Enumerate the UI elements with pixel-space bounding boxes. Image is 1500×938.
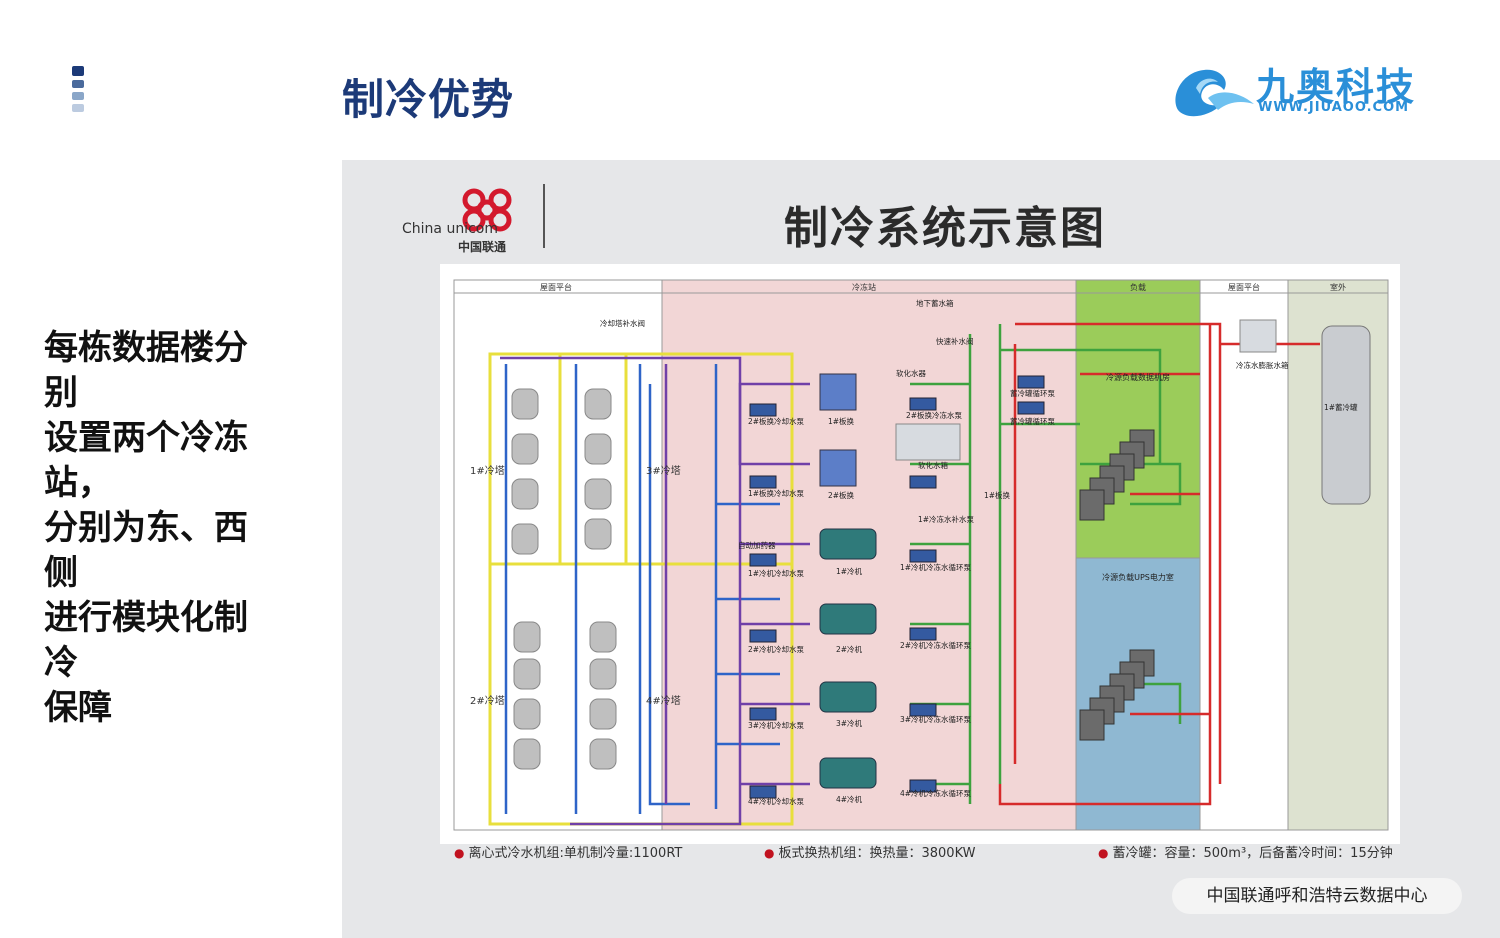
tower-label: 3#冷塔 [646, 464, 681, 477]
zone-load-bottom [1075, 557, 1201, 831]
load-room-label: 冷源负载UPS电力室 [1102, 572, 1174, 582]
legend-item: ●蓄冷罐：容量：500m³，后备蓄冷时间：15分钟 [1098, 846, 1393, 861]
side-line: 每栋数据楼分 [44, 328, 248, 368]
zone-label: 冷冻站 [852, 282, 876, 292]
accent-bar-3 [72, 92, 84, 100]
equipment-label: 4#冷机冷却水泵 [748, 796, 805, 806]
side-text: 每栋数据楼分 别 设置两个冷冻 站， 分别为东、西 侧 进行模块化制 冷 保障 [44, 326, 284, 731]
equipment-label: 冷却塔补水阀 [600, 318, 645, 328]
equipment-label: 1#板换冷却水泵 [748, 488, 805, 498]
legend-dot-icon: ● [764, 846, 775, 860]
accent-bar-2 [72, 80, 84, 88]
equipment-label: 2#板换冷却水泵 [748, 416, 805, 426]
equipment-label: 蓄冷罐循环泵 [1010, 416, 1055, 426]
tower-label: 2#冷塔 [470, 694, 505, 707]
equipment-label: 软化水箱 [918, 460, 948, 470]
legend-item: ●离心式冷水机组:单机制冷量:1100RT [454, 846, 683, 861]
equipment-label: 蓄冷罐循环泵 [1010, 388, 1055, 398]
unicom-logo-en: China unicom [402, 221, 498, 237]
equipment-label: 1#冷机冷冻水循环泵 [900, 562, 972, 572]
accent-bar-4 [72, 104, 84, 112]
side-line: 设置两个冷冻 [44, 418, 248, 458]
cooling-schematic: 屋面平台 冷冻站 负载 屋面平台 室外 [440, 264, 1400, 844]
equipment-label: 1#板换 [984, 490, 1011, 500]
equipment-label: 冷冻水膨胀水箱 [1236, 360, 1289, 370]
cooling-tower-group [511, 388, 617, 770]
equipment-label: 3#冷机冷冻水循环泵 [900, 714, 972, 724]
unicom-logo-cn: 中国联通 [458, 240, 507, 254]
equipment-label: 2#冷机冷冻水循环泵 [900, 640, 972, 650]
pipe-purple [500, 356, 810, 826]
plate-exchanger-group [819, 373, 857, 487]
zone-roof-right [1199, 279, 1289, 831]
expansion-tank [1239, 319, 1277, 353]
zone-label: 负载 [1130, 282, 1146, 292]
wave-logo-icon [1175, 69, 1254, 117]
side-line: 分别为东、西 [44, 508, 248, 548]
equipment-label: 3#冷机冷却水泵 [748, 720, 805, 730]
zone-label: 室外 [1330, 282, 1346, 292]
equipment-label: 自动加药器 [738, 540, 776, 550]
accent-bar-1 [72, 66, 84, 76]
brand-name: 九奥科技 [1256, 65, 1417, 109]
zone-label: 屋面平台 [1228, 282, 1260, 292]
tower-label: 4#冷塔 [646, 694, 681, 707]
legend-dot-icon: ● [454, 846, 465, 860]
equipment-label: 3#冷机 [836, 718, 863, 728]
brand-logo: 九奥科技 WWW.JIUAOO.COM [1168, 56, 1458, 126]
side-line: 进行模块化制 [44, 598, 248, 638]
legend-item: ●板式换热机组：换热量：3800KW [764, 846, 976, 861]
legend-dot-icon: ● [1098, 846, 1109, 860]
side-line: 站， [44, 463, 112, 503]
brand-url: WWW.JIUAOO.COM [1258, 100, 1410, 115]
equipment-label: 2#冷机冷却水泵 [748, 644, 805, 654]
equipment-label: 1#冷机冷却水泵 [748, 568, 805, 578]
equipment-label: 2#板换冷冻水泵 [906, 410, 963, 420]
load-room-label: 冷源负载数据机房 [1106, 372, 1170, 382]
softened-water-tank [895, 423, 961, 461]
equipment-label: 1#板换 [828, 416, 855, 426]
equipment-label: 1#冷机 [836, 566, 863, 576]
chiller-group [819, 528, 877, 789]
pipe-red [998, 322, 1320, 806]
equipment-label: 4#冷机冷冻水循环泵 [900, 788, 972, 798]
storage-tank [1321, 325, 1371, 505]
pipe-green [910, 324, 1182, 804]
equipment-label: 软化水器 [896, 368, 926, 378]
equipment-label: 1#冷冻水补水泵 [918, 514, 975, 524]
unicom-knot-icon [462, 188, 512, 232]
pipe-blue [504, 364, 780, 814]
equipment-label: 1#蓄冷罐 [1324, 402, 1358, 412]
equipment-label: 2#板换 [828, 490, 855, 500]
side-line: 别 [44, 373, 78, 413]
rack-group [1079, 429, 1155, 741]
slide-title: 制冷优势 [342, 75, 515, 124]
side-line: 侧 [44, 553, 78, 593]
side-line: 保障 [44, 688, 112, 728]
zone-roof-left [453, 279, 663, 831]
pump-group [749, 375, 1045, 799]
zone-label: 屋面平台 [540, 282, 572, 292]
side-line: 冷 [44, 643, 78, 683]
pipe-yellow [488, 352, 794, 826]
equipment-label: 4#冷机 [836, 794, 863, 804]
tower-label: 1#冷塔 [470, 464, 505, 477]
photo-caption: 中国联通呼和浩特云数据中心 [1172, 878, 1462, 914]
equipment-label: 快速补水阀 [936, 336, 974, 346]
equipment-label: 地下蓄水箱 [916, 298, 954, 308]
equipment-label: 2#冷机 [836, 644, 863, 654]
logo-divider [543, 184, 545, 248]
diagram-title: 制冷系统示意图 [784, 203, 1106, 254]
